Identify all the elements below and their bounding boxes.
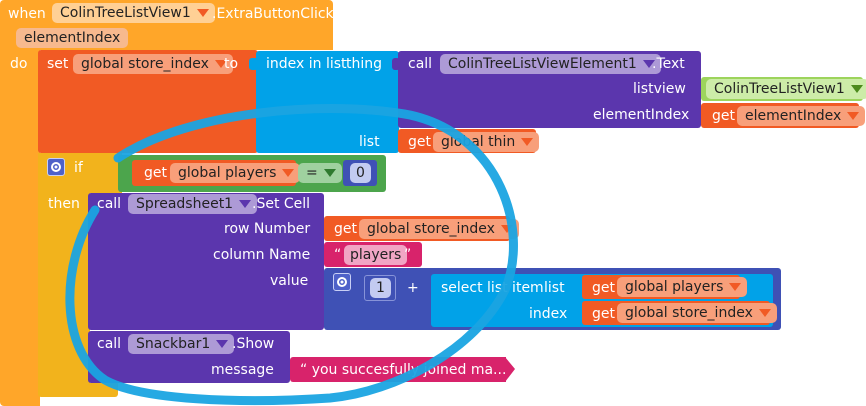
select-index-get-label: get — [592, 306, 615, 322]
call-text-component-dropdown[interactable]: ColinTreeListViewElement1 — [440, 54, 661, 74]
dropdown-arrow-icon — [847, 112, 860, 120]
select-list-item-list-label: list — [544, 280, 565, 296]
select-index-get-dropdown[interactable]: global store_index — [617, 303, 777, 323]
index-in-list-label: index in list — [266, 56, 347, 72]
dropdown-arrow-icon — [850, 85, 863, 93]
message-text-block-tail — [505, 357, 515, 382]
dropdown-arrow-icon — [521, 138, 534, 146]
event-component-label: ColinTreeListView1 — [60, 5, 191, 21]
dropdown-arrow-icon — [239, 200, 252, 208]
select-list-item-index-label: index — [529, 306, 568, 322]
compare-get-dropdown[interactable]: global players — [170, 163, 301, 183]
select-list-get-dropdown[interactable]: global players — [617, 277, 748, 297]
set-cell-call-label: call — [97, 196, 122, 212]
get-list-get-label: get — [408, 134, 431, 150]
row-get-variable-name: global store_index — [367, 221, 495, 237]
select-list-get-label: get — [592, 280, 615, 296]
dropdown-arrow-icon — [500, 225, 513, 233]
compare-get-variable-name: global players — [178, 165, 277, 181]
snackbar-component-dropdown[interactable]: Snackbar1 — [128, 334, 235, 354]
index-in-list-list-label: list — [359, 134, 380, 150]
call-label: call — [408, 56, 433, 72]
set-to-label: to — [224, 56, 239, 72]
column-text-value: players — [350, 247, 402, 263]
dropdown-arrow-icon — [758, 309, 771, 317]
set-cell-component-dropdown[interactable]: Spreadsheet1 — [128, 194, 258, 214]
listview-component-dropdown[interactable]: ColinTreeListView1 — [706, 79, 866, 99]
select-list-item-label: select list item — [441, 280, 544, 296]
column-text-open-quote: “ — [334, 247, 342, 263]
dropdown-arrow-icon — [323, 169, 336, 177]
event-param-element-index[interactable]: elementIndex — [16, 28, 129, 48]
dropdown-arrow-icon — [642, 60, 655, 68]
call-text-element-index-label: elementIndex — [593, 107, 690, 123]
compare-get-label: get — [144, 165, 167, 181]
call-text-method-label: .Text — [652, 56, 685, 72]
column-text-close-quote: ” — [404, 247, 412, 263]
listview-component-name: ColinTreeListView1 — [714, 81, 845, 97]
set-variable-name: global store_index — [81, 56, 209, 72]
snackbar-call-label: call — [97, 336, 122, 352]
select-list-get-variable-name: global players — [625, 279, 724, 295]
snackbar-message-label: message — [211, 362, 274, 378]
if-label: if — [74, 160, 83, 176]
set-cell-value-label: value — [270, 273, 309, 289]
dropdown-arrow-icon — [216, 340, 229, 348]
compare-operator-dropdown[interactable]: = — [298, 163, 342, 183]
plus-operator-label: + — [407, 280, 419, 296]
set-cell-method-label: .Set Cell — [252, 196, 311, 212]
event-do-label: do — [10, 56, 28, 72]
plus-number-field[interactable]: 1 — [370, 278, 391, 298]
call-text-notch — [392, 58, 400, 70]
if-mutator-gear-icon[interactable] — [47, 158, 65, 176]
event-name-label: .ExtraButtonClick — [212, 6, 334, 22]
call-text-component-name: ColinTreeListViewElement1 — [448, 56, 637, 72]
set-label: set — [47, 56, 69, 72]
get-element-index-name: elementIndex — [745, 108, 842, 124]
snackbar-component-name: Snackbar1 — [136, 336, 211, 352]
set-cell-row-label: row Number — [224, 221, 311, 237]
dropdown-arrow-icon — [196, 9, 209, 17]
dropdown-arrow-icon — [729, 283, 742, 291]
set-cell-column-label: column Name — [213, 247, 311, 263]
message-text-value: “ you succesfully joined ma... — [300, 362, 507, 378]
call-text-listview-label: listview — [633, 81, 686, 97]
then-label: then — [48, 196, 80, 212]
plus-number-value: 1 — [376, 280, 385, 296]
dropdown-arrow-icon — [282, 169, 295, 177]
index-in-list-thing-label: thing — [346, 56, 383, 72]
event-component-dropdown[interactable]: ColinTreeListView1 — [52, 3, 215, 23]
column-text-field[interactable]: players — [344, 245, 408, 265]
get-element-index-get-label: get — [712, 108, 735, 124]
compare-number-value: 0 — [356, 165, 365, 181]
snackbar-method-label: .Show — [232, 336, 275, 352]
compare-operator-label: = — [306, 165, 318, 181]
dropdown-arrow-icon — [214, 60, 227, 68]
event-when-label: when — [8, 6, 46, 22]
index-in-list-notch — [249, 58, 258, 70]
event-param-label: elementIndex — [24, 30, 121, 46]
compare-number-field[interactable]: 0 — [350, 163, 371, 183]
select-index-get-variable-name: global store_index — [625, 305, 753, 321]
set-cell-component-name: Spreadsheet1 — [136, 196, 234, 212]
row-get-dropdown[interactable]: global store_index — [359, 219, 519, 239]
set-variable-dropdown[interactable]: global store_index — [73, 54, 233, 74]
get-list-dropdown[interactable]: global thin — [433, 132, 540, 152]
row-get-label: get — [334, 221, 357, 237]
plus-mutator-gear-icon[interactable] — [333, 273, 351, 291]
get-element-index-dropdown[interactable]: elementIndex — [737, 106, 866, 126]
get-list-variable-name: global thin — [441, 134, 516, 150]
